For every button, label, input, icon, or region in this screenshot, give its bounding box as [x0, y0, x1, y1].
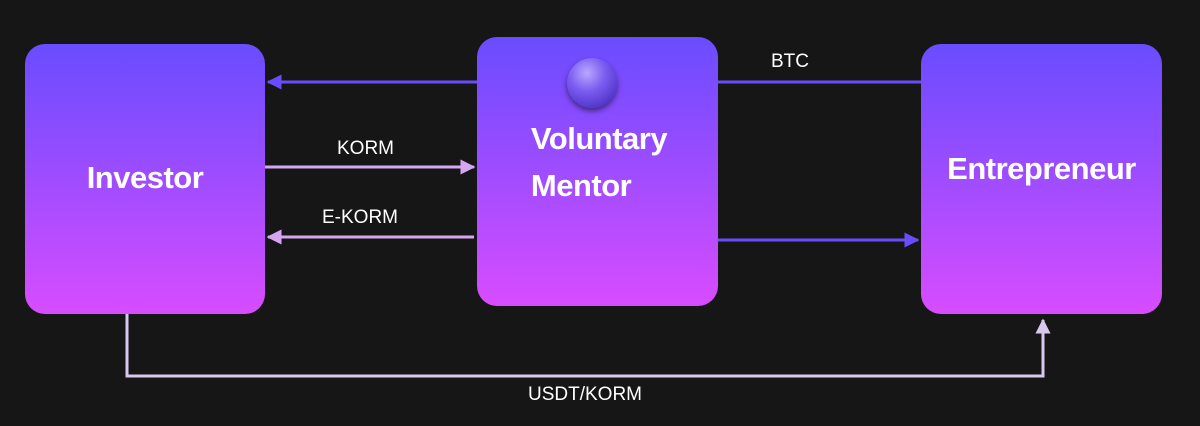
usdt-korm-edge-label: USDT/KORM — [528, 384, 642, 405]
investor-label: Investor — [86, 159, 204, 195]
ekorm-edge-label: E-KORM — [322, 207, 398, 228]
entrepreneur-node: Entrepreneur — [921, 44, 1162, 314]
korm-edge-label: KORM — [337, 138, 394, 159]
investor-node: Investor — [25, 44, 265, 314]
usdt-korm-arrow — [125, 314, 1051, 378]
voluntary-mentor-label: Voluntary Mentor — [528, 116, 668, 209]
voluntary-mentor-label-line1: Voluntary — [530, 121, 668, 156]
voluntary-mentor-label-line2: Mentor — [530, 167, 632, 203]
entrepreneur-label: Entrepreneur — [947, 150, 1136, 186]
sphere-icon — [567, 58, 617, 108]
btc-edge-label: BTC — [771, 51, 809, 72]
